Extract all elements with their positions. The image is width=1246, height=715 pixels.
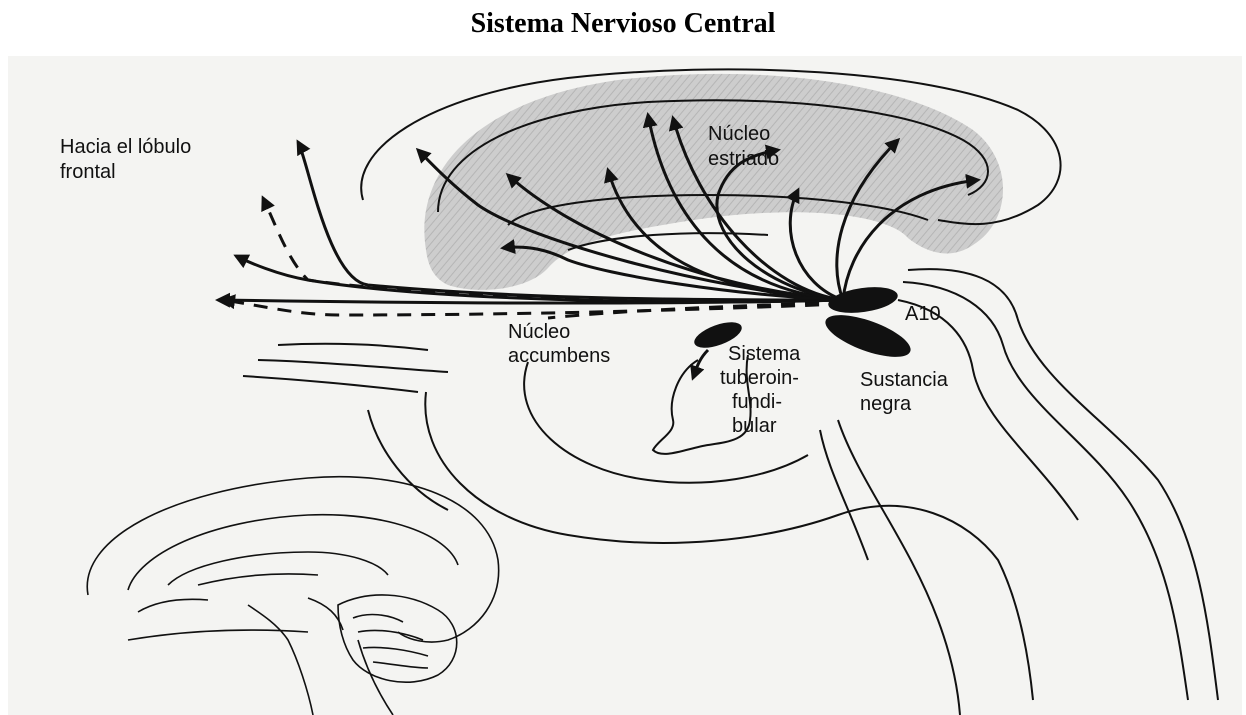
label-frontal-line2: frontal — [60, 161, 116, 183]
inset-brain — [87, 477, 498, 715]
label-accumbens-line2: accumbens — [508, 345, 610, 367]
a10-nucleus — [827, 283, 900, 317]
brain-dopamine-diagram: Hacia el lóbulo frontal Núcleo estriado … — [8, 56, 1242, 715]
sustancia-negra-nucleus — [821, 307, 916, 366]
label-a10: A10 — [905, 303, 941, 325]
label-estriado-line2: estriado — [708, 148, 779, 170]
label-estriado-line1: Núcleo — [708, 123, 770, 145]
striatum-shading — [424, 74, 1003, 290]
label-tubero-line3: fundi- — [732, 391, 782, 413]
label-tubero-line1: Sistema — [728, 343, 801, 365]
label-accumbens-line1: Núcleo — [508, 321, 570, 343]
label-tubero-line4: bular — [732, 415, 777, 437]
page-title: Sistema Nervioso Central — [0, 8, 1246, 40]
label-frontal-line1: Hacia el lóbulo — [60, 136, 191, 158]
diagram-figure: Hacia el lóbulo frontal Núcleo estriado … — [8, 56, 1242, 715]
label-sustancia-line2: negra — [860, 393, 912, 415]
label-sustancia-line1: Sustancia — [860, 369, 949, 391]
label-tubero-line2: tuberoin- — [720, 367, 799, 389]
